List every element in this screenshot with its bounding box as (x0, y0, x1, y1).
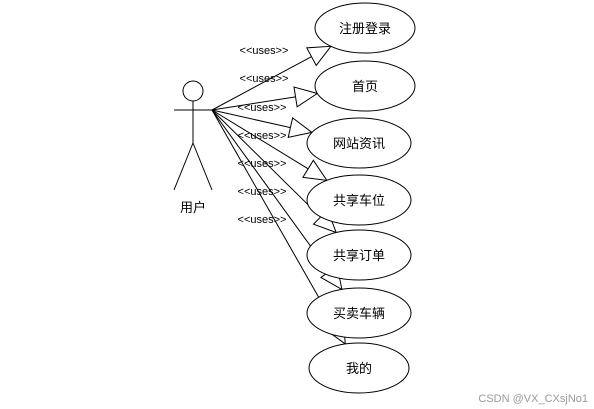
arrowhead (305, 45, 332, 67)
association-5: <<uses>> (211, 109, 338, 234)
arrowhead (302, 159, 328, 181)
use-case-label: 首页 (352, 80, 378, 95)
use-case-label: 网站资讯 (333, 137, 385, 152)
use-case-ellipse (306, 229, 412, 281)
use-case-6: 买卖车辆 (306, 287, 412, 339)
use-case-label: 共享车位 (333, 193, 385, 209)
association-line (211, 56, 312, 111)
association-1: <<uses>> (211, 45, 332, 111)
association-line (211, 109, 309, 170)
arrowhead (293, 86, 319, 108)
arrowhead (287, 116, 314, 139)
use-case-2: 首页 (314, 60, 416, 112)
associations: <<uses>> <<uses>> <<uses>> <<uses>> <<uses>>… (211, 45, 346, 346)
actor-figure (173, 80, 213, 191)
association-2: <<uses>> (211, 73, 319, 111)
use-case-4: 共享车位 (306, 174, 412, 226)
uses-label: <<uses>> (240, 73, 289, 85)
actor-left-leg (173, 142, 194, 191)
association-line (211, 109, 330, 272)
use-case-ellipse (314, 60, 416, 112)
uses-label: <<uses>> (238, 158, 287, 170)
use-case-ellipse (306, 117, 412, 169)
use-case-label: 注册登录 (339, 22, 391, 37)
use-case-ellipse (314, 2, 416, 54)
uses-label: <<uses>> (240, 45, 289, 57)
use-case-1: 注册登录 (314, 2, 416, 54)
use-case-label: 我的 (346, 361, 372, 377)
use-case-3: 网站资讯 (306, 117, 412, 169)
use-case-ellipse (306, 287, 412, 339)
watermark: CSDN @VX_CXsjNo1 (478, 393, 588, 405)
uses-label: <<uses>> (238, 186, 287, 198)
uses-label: <<uses>> (238, 130, 287, 142)
association-line (211, 96, 296, 111)
association-line (211, 109, 291, 129)
use-case-ellipse (308, 342, 410, 394)
use-case-5: 共享订单 (306, 229, 412, 281)
uses-label: <<uses>> (238, 214, 287, 226)
use-case-label: 买卖车辆 (333, 306, 385, 322)
actor-right-leg (192, 142, 213, 191)
association-line (211, 109, 335, 326)
actor-label: 用户 (180, 200, 206, 216)
actor-head (182, 80, 204, 102)
association-3: <<uses>> (211, 102, 314, 139)
association-4: <<uses>> (211, 109, 328, 181)
association-line (211, 109, 321, 218)
use-case-label: 共享订单 (333, 248, 385, 264)
use-case-ellipse (306, 174, 412, 226)
use-case-7: 我的 (308, 342, 410, 394)
uses-label: <<uses>> (238, 102, 287, 114)
